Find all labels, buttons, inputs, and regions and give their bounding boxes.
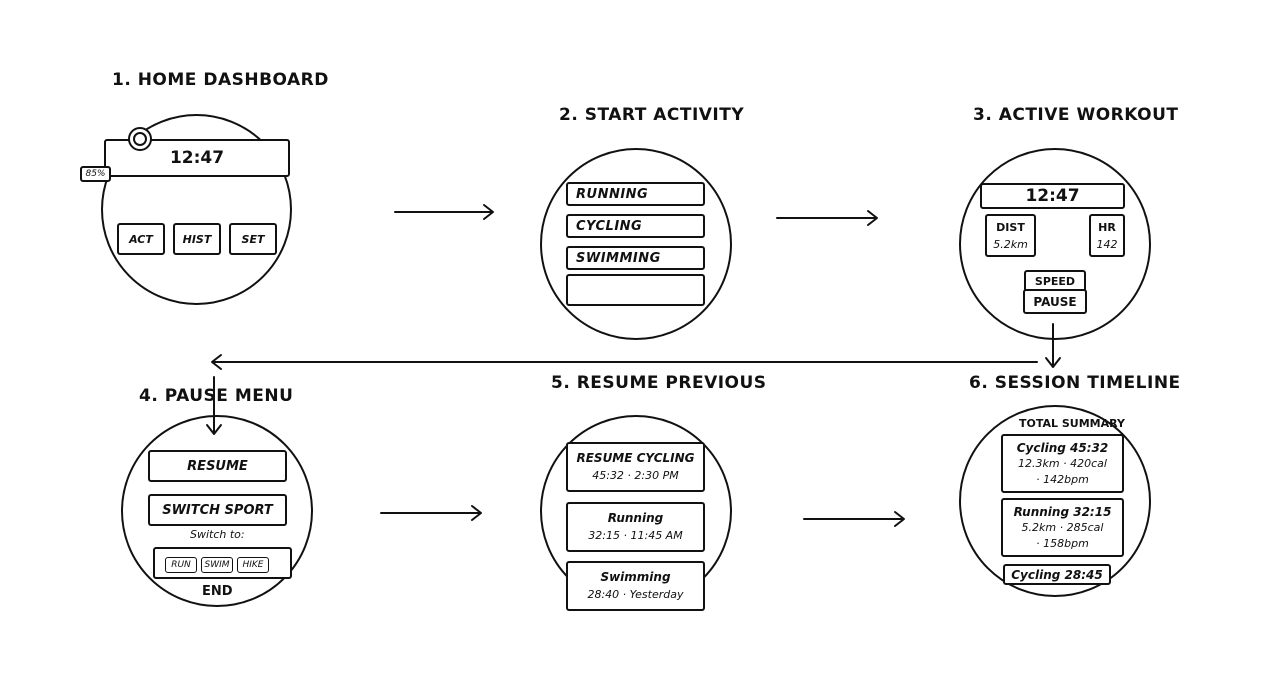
screen-title-timeline: 6. SESSION TIMELINE	[969, 373, 1181, 393]
activity-cycling[interactable]: CYCLING	[566, 214, 705, 238]
sport-option-hike[interactable]: HIKE	[237, 557, 269, 573]
arrow-resume-to-timeline	[803, 511, 905, 527]
screen-title-start: 2. START ACTIVITY	[559, 105, 745, 125]
hist-label: HIST	[182, 232, 212, 246]
sport-option-run[interactable]: RUN	[165, 557, 197, 573]
resume-card-cycling[interactable]: RESUME CYCLING 45:32 · 2:30 PM	[566, 442, 705, 492]
screen-title-active: 3. ACTIVE WORKOUT	[973, 105, 1179, 125]
run-label: RUN	[171, 560, 191, 570]
session-card-running[interactable]: Running 32:15 5.2km · 285cal · 158bpm	[1001, 498, 1124, 557]
session-bpm: · 142bpm	[1036, 472, 1089, 486]
session-bpm: · 158bpm	[1036, 536, 1089, 550]
time-text: 12:47	[169, 148, 225, 168]
hr-value: 142	[1096, 237, 1118, 251]
workout-time-text: 12:47	[1025, 186, 1080, 206]
resume-button[interactable]: RESUME	[148, 450, 287, 482]
battery-badge: 85%	[80, 166, 111, 182]
arrow-active-to-pause	[211, 354, 1038, 370]
arrow-pause-down	[1045, 323, 1061, 368]
session-card-cycling-2[interactable]: Cycling 28:45	[1003, 564, 1111, 585]
session-stats: 5.2km · 285cal	[1021, 520, 1104, 534]
session-stats: 12.3km · 420cal	[1018, 456, 1107, 470]
session-title: Cycling 28:45	[1011, 567, 1103, 582]
end-button[interactable]: END	[202, 584, 233, 599]
arrow-pause-to-resume	[380, 505, 482, 521]
resume-card-sub: 45:32 · 2:30 PM	[592, 469, 679, 482]
workout-time-display: 12:47	[980, 183, 1125, 209]
activity-empty-slot[interactable]	[566, 274, 705, 306]
switch-sport-button[interactable]: SWITCH SPORT	[148, 494, 287, 526]
activity-running[interactable]: RUNNING	[566, 182, 705, 206]
speed-label: SPEED	[1034, 274, 1076, 288]
pause-button[interactable]: PAUSE	[1023, 289, 1087, 314]
swim-label: SWIM	[204, 560, 230, 570]
resume-card-swimming[interactable]: Swimming 28:40 · Yesterday	[566, 561, 705, 611]
resume-card-title: Running	[607, 511, 664, 525]
screen-title-home: 1. HOME DASHBOARD	[112, 70, 329, 90]
arrow-home-to-start	[394, 204, 494, 220]
switch-to-label: Switch to:	[190, 528, 245, 541]
session-title: Running 32:15	[1013, 504, 1112, 519]
act-button[interactable]: ACT	[117, 223, 165, 255]
dist-tile: DIST 5.2km	[985, 214, 1036, 257]
resume-card-sub: 32:15 · 11:45 AM	[588, 529, 683, 542]
watch-start	[540, 148, 732, 340]
cycling-label: CYCLING	[576, 218, 643, 234]
screen-title-resume: 5. RESUME PREVIOUS	[551, 373, 767, 393]
hr-label: HR	[1098, 220, 1116, 234]
resume-card-title: Swimming	[600, 570, 671, 584]
crown-icon[interactable]	[128, 127, 152, 151]
act-label: ACT	[129, 232, 153, 246]
set-label: SET	[241, 232, 265, 246]
hist-button[interactable]: HIST	[173, 223, 221, 255]
resume-card-sub: 28:40 · Yesterday	[587, 588, 684, 601]
screen-title-pause: 4. PAUSE MENU	[139, 386, 294, 406]
total-summary-label: TOTAL SUMMARY	[1019, 417, 1125, 430]
arrow-into-pause-menu	[206, 376, 222, 435]
resume-card-running[interactable]: Running 32:15 · 11:45 AM	[566, 502, 705, 552]
set-button[interactable]: SET	[229, 223, 277, 255]
sport-option-swim[interactable]: SWIM	[201, 557, 233, 573]
dist-label: DIST	[996, 220, 1025, 234]
session-card-cycling[interactable]: Cycling 45:32 12.3km · 420cal · 142bpm	[1001, 434, 1124, 493]
resume-label: RESUME	[187, 458, 248, 474]
hike-label: HIKE	[242, 560, 264, 570]
pause-label: PAUSE	[1033, 294, 1077, 309]
battery-text: 85%	[85, 169, 106, 179]
switch-sport-label: SWITCH SPORT	[162, 502, 273, 518]
running-label: RUNNING	[576, 186, 649, 202]
arrow-start-to-active	[776, 210, 878, 226]
dist-value: 5.2km	[993, 237, 1028, 251]
resume-card-title: RESUME CYCLING	[576, 451, 695, 465]
hr-tile: HR 142	[1089, 214, 1125, 257]
swimming-label: SWIMMING	[576, 250, 661, 266]
session-title: Cycling 45:32	[1016, 440, 1109, 455]
activity-swimming[interactable]: SWIMMING	[566, 246, 705, 270]
